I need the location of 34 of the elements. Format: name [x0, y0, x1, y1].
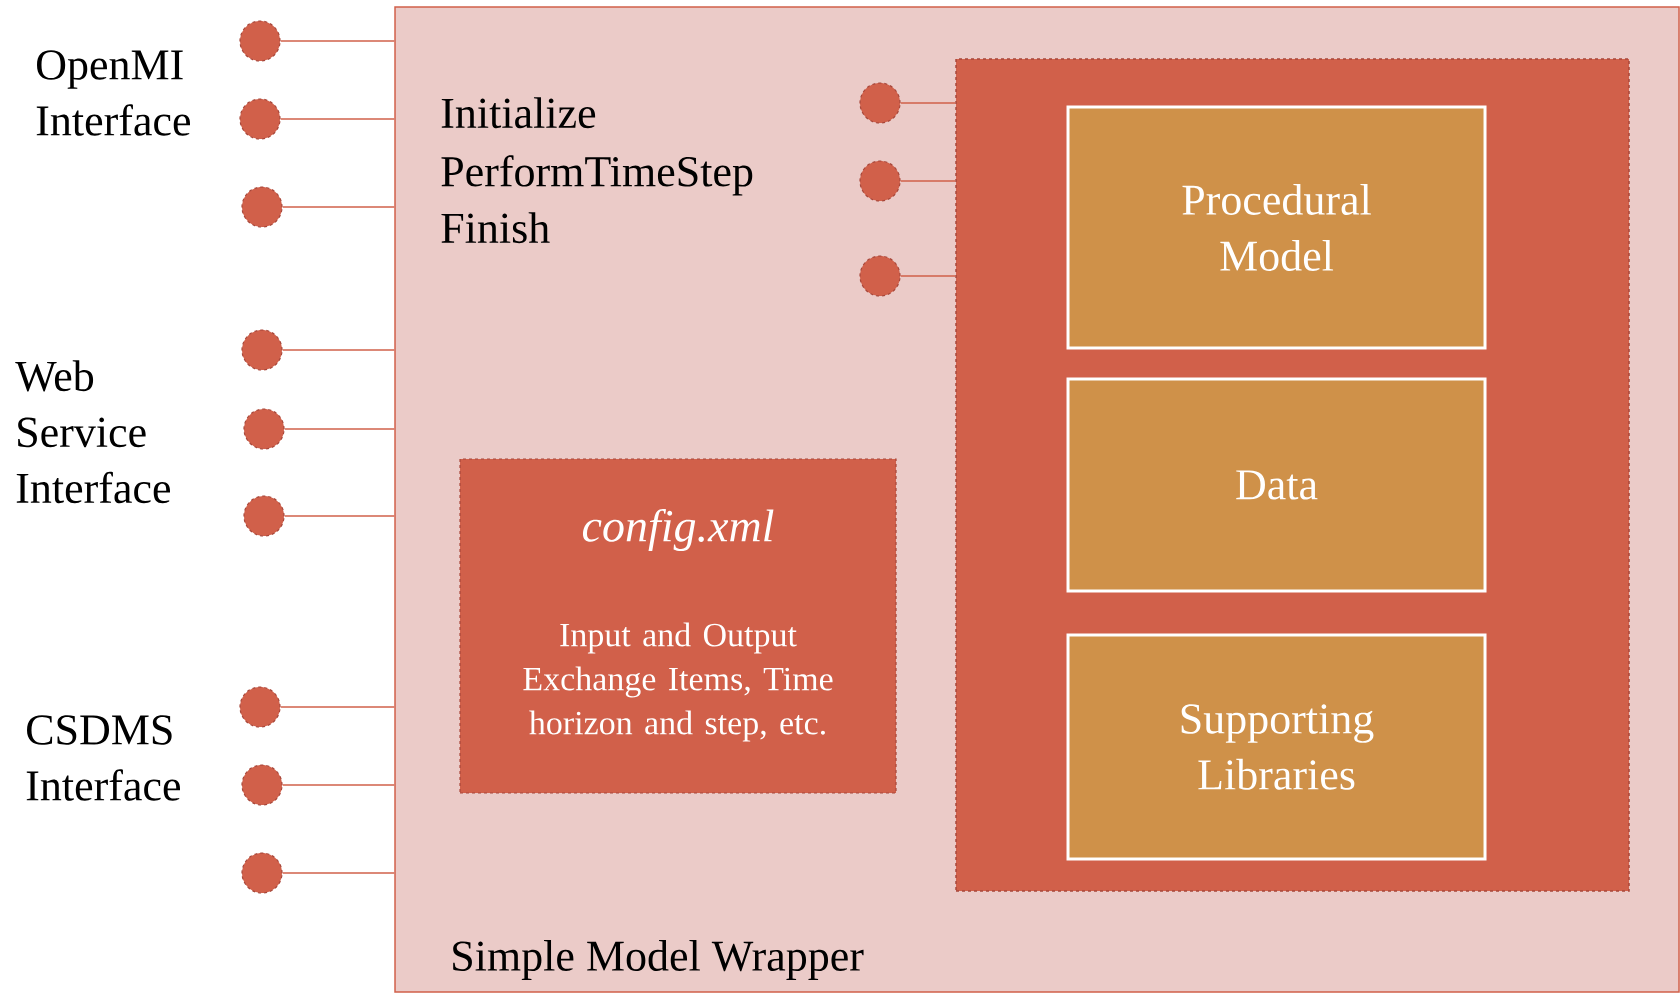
connector-dot — [859, 160, 901, 202]
component-box: Procedural Model — [1066, 105, 1487, 350]
connector-line — [279, 706, 395, 708]
connector-line — [279, 118, 395, 120]
interface-label: PerformTimeStep — [441, 155, 753, 196]
connector-line — [283, 428, 395, 430]
interface-label: Initialize — [441, 97, 596, 129]
config-box: config.xml Input and Output Exchange Items, Time horizon and step, etc. — [459, 458, 897, 794]
connector-line — [283, 515, 395, 517]
component-box: Data — [1066, 377, 1487, 593]
connector-dot — [243, 408, 285, 450]
connector-dot — [241, 186, 283, 228]
connector-line — [281, 872, 395, 874]
interface-label: Finish — [441, 212, 550, 244]
connector-dot — [239, 98, 281, 140]
connector-dot — [243, 495, 285, 537]
interface-label: OpenMI Interface — [36, 50, 190, 136]
connector-line — [281, 206, 395, 208]
connector-dot — [859, 82, 901, 124]
connector-line — [899, 180, 956, 182]
connector-dot — [239, 20, 281, 62]
connector-dot — [241, 852, 283, 894]
connector-dot — [241, 764, 283, 806]
connector-line — [281, 349, 395, 351]
component-box: Supporting Libraries — [1066, 633, 1487, 861]
connector-line — [281, 784, 395, 786]
connector-dot — [859, 255, 901, 297]
interface-label: CSDMS Interface — [26, 715, 180, 801]
connector-line — [279, 40, 395, 42]
connector-line — [899, 102, 956, 104]
connector-dot — [241, 329, 283, 371]
interface-label: Web Service Interface — [15, 360, 170, 504]
connector-line — [899, 275, 956, 277]
connector-dot — [239, 686, 281, 728]
